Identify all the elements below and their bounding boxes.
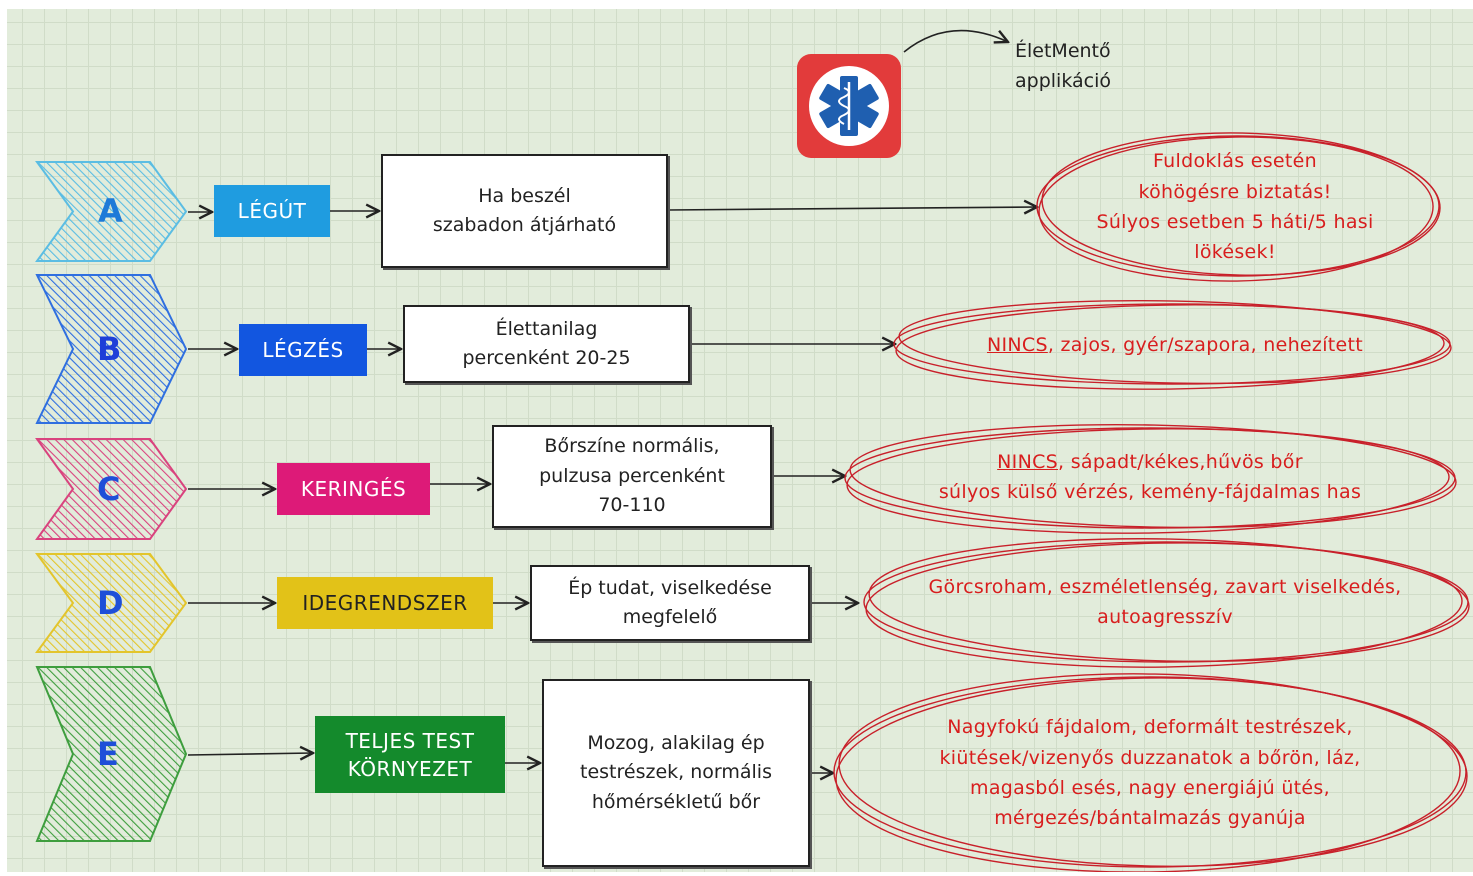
category-breathing-label: LÉGZÉS xyxy=(262,338,344,362)
normal-box-breathing: Élettanilag percenként 20-25 xyxy=(403,305,690,383)
normal-circulation-line2: pulzusa percenként xyxy=(539,464,725,487)
category-environment-line1: TELJES TEST xyxy=(345,728,475,753)
app-label-line2: applikáció xyxy=(1015,70,1111,93)
warning-circulation-underlined: NINCS xyxy=(997,450,1059,473)
chevron-c xyxy=(35,437,188,541)
normal-breathing-line1: Élettanilag xyxy=(495,317,598,340)
normal-airway-line1: Ha beszél xyxy=(478,184,571,207)
chevron-a xyxy=(35,160,188,263)
normal-box-circulation: Bőrszíne normális, pulzusa percenként 70… xyxy=(492,425,772,528)
warning-environment-line3: magasból esés, nagy energiájú ütés, xyxy=(970,777,1330,799)
ellipse-a xyxy=(1036,132,1441,282)
normal-breathing-line2: percenként 20-25 xyxy=(462,347,631,369)
arrow-a-3 xyxy=(667,207,1037,210)
warning-circulation-line2: súlyos külső vérzés, kemény-fájdalmas ha… xyxy=(938,481,1362,503)
normal-environment-line1: Mozog, alakilag ép xyxy=(587,731,765,754)
arrow-e-1 xyxy=(187,753,313,755)
category-airway: LÉGÚT xyxy=(214,185,330,237)
normal-airway-line2: szabadon átjárható xyxy=(432,214,617,236)
ellipse-b xyxy=(893,299,1452,390)
normal-neuro-line2: megfelelő xyxy=(622,606,718,628)
chevron-d xyxy=(35,552,188,654)
warning-environment: Nagyfokú fájdalom, deformált testrészek,… xyxy=(870,708,1430,838)
warning-airway-line3: Súlyos esetben 5 háti/5 hasi xyxy=(1096,211,1374,233)
letter-d: D xyxy=(97,584,124,622)
warning-neuro-line2: autoagresszív xyxy=(1097,606,1233,628)
normal-circulation-line3: 70-110 xyxy=(598,494,666,517)
ellipse-c xyxy=(844,423,1457,534)
warning-airway-line2: köhögésre biztatás! xyxy=(1138,180,1332,203)
warning-neuro-line1: Görcsroham, eszméletlenség, zavart visel… xyxy=(928,575,1402,598)
normal-box-neuro: Ép tudat, viselkedése megfelelő xyxy=(530,565,810,641)
star-of-life-icon xyxy=(795,52,903,160)
warning-airway-line1: Fuldoklás esetén xyxy=(1152,150,1318,173)
app-label-line1: ÉletMentő xyxy=(1015,40,1111,62)
category-airway-label: LÉGÚT xyxy=(237,199,307,223)
normal-box-environment: Mozog, alakilag ép testrészek, normális … xyxy=(542,679,810,867)
warning-breathing-underlined: NINCS xyxy=(986,333,1048,356)
warning-breathing: NINCS, zajos, gyér/szapora, nehezített xyxy=(905,322,1445,368)
ellipse-d xyxy=(863,538,1470,668)
category-neuro: IDEGRENDSZER xyxy=(277,577,493,629)
warning-environment-line1: Nagyfokú fájdalom, deformált testrészek, xyxy=(947,716,1353,739)
normal-circulation-line1: Bőrszíne normális, xyxy=(544,435,720,458)
warning-airway: Fuldoklás esetén köhögésre biztatás! Súl… xyxy=(1040,142,1430,272)
category-environment: TELJES TEST KÖRNYEZET xyxy=(315,716,505,793)
category-circulation: KERINGÉS xyxy=(277,463,430,515)
category-neuro-label: IDEGRENDSZER xyxy=(302,591,468,615)
arrow-logo-to-label xyxy=(903,29,1008,53)
category-circulation-label: KERINGÉS xyxy=(300,477,407,501)
warning-neuro: Görcsroham, eszméletlenség, zavart visel… xyxy=(870,565,1460,639)
warning-circulation: NINCS, sápadt/kékes,hűvös bőr súlyos kül… xyxy=(860,440,1440,514)
letter-b: B xyxy=(97,330,122,368)
letter-c: C xyxy=(97,470,121,508)
warning-environment-line2: kiütések/vizenyős duzzanatok a bőrön, lá… xyxy=(939,746,1361,769)
warning-environment-line4: mérgezés/bántalmazás gyanúja xyxy=(994,807,1306,830)
app-label: ÉletMentő applikáció xyxy=(1015,36,1155,97)
chevron-b xyxy=(35,273,188,425)
letter-e: E xyxy=(97,735,119,773)
category-breathing: LÉGZÉS xyxy=(239,324,367,376)
category-environment-line2: KÖRNYEZET xyxy=(347,756,473,781)
warning-breathing-line1: , zajos, gyér/szapora, nehezített xyxy=(1047,333,1364,356)
warning-airway-line4: lökések! xyxy=(1194,241,1276,264)
warning-circulation-line1: , sápadt/kékes,hűvös bőr xyxy=(1058,450,1303,473)
normal-environment-line2: testrészek, normális xyxy=(580,761,772,784)
normal-neuro-line1: Ép tudat, viselkedése xyxy=(568,576,772,599)
normal-environment-line3: hőmérsékletű bőr xyxy=(591,790,761,813)
normal-box-airway: Ha beszél szabadon átjárható xyxy=(381,154,668,268)
letter-a: A xyxy=(98,192,123,230)
chevron-e xyxy=(35,665,188,843)
